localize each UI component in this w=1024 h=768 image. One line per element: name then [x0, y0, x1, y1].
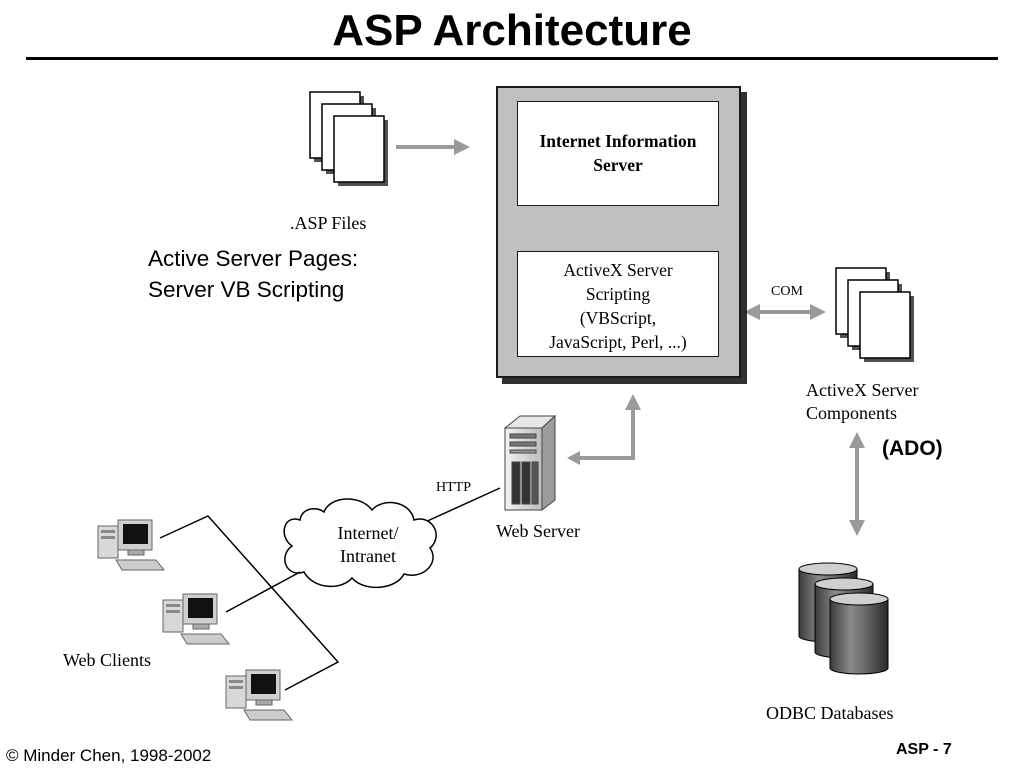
page-number: ASP - 7 [896, 741, 952, 758]
asp-files-document-stack-icon [309, 91, 388, 186]
http-label: HTTP [436, 480, 471, 495]
desktop-computer-icon [225, 669, 294, 721]
slide-title: ASP Architecture [332, 6, 692, 55]
iis-label-line2: Server [593, 155, 643, 175]
ado-label: (ADO) [882, 437, 943, 460]
activex-scripting-line: ActiveX Server [563, 260, 673, 280]
client-network-lines [159, 515, 340, 691]
activex-scripting-line: Scripting [585, 284, 651, 304]
activex-scripting-line: (VBScript, [579, 308, 657, 328]
odbc-databases-label: ODBC Databases [766, 703, 894, 723]
web-server-label: Web Server [496, 521, 581, 541]
com-label: COM [771, 284, 803, 299]
activex-scripting-line: JavaScript, Perl, ...) [549, 332, 687, 352]
asp-files-label: .ASP Files [290, 213, 367, 233]
activex-scripting-box: ActiveX Server Scripting (VBScript, Java… [517, 251, 719, 357]
http-link-line [422, 487, 501, 524]
web-server-tower-icon [503, 414, 557, 512]
desktop-computer-icon [97, 519, 166, 571]
webserver-to-scripting-arrow [570, 394, 641, 460]
iis-box: Internet Information Server [517, 101, 719, 206]
iis-label-line1: Internet Information [539, 131, 697, 151]
cloud-label-line1: Internet/ [337, 523, 399, 543]
database-cylinders-icon [798, 562, 889, 675]
copyright-footer: © Minder Chen, 1998-2002 [6, 746, 212, 765]
components-label-line2: Components [806, 403, 898, 423]
desktop-computer-icon [162, 593, 231, 645]
title-divider [26, 57, 998, 60]
cloud-icon [283, 498, 437, 589]
activex-components-document-stack-icon [835, 267, 914, 362]
subtitle-line2: Server VB Scripting [148, 277, 345, 302]
components-label-line1: ActiveX Server [806, 380, 919, 400]
cloud-label-line2: Intranet [340, 546, 396, 566]
web-clients-label: Web Clients [63, 650, 152, 670]
subtitle-line1: Active Server Pages: [148, 246, 359, 271]
